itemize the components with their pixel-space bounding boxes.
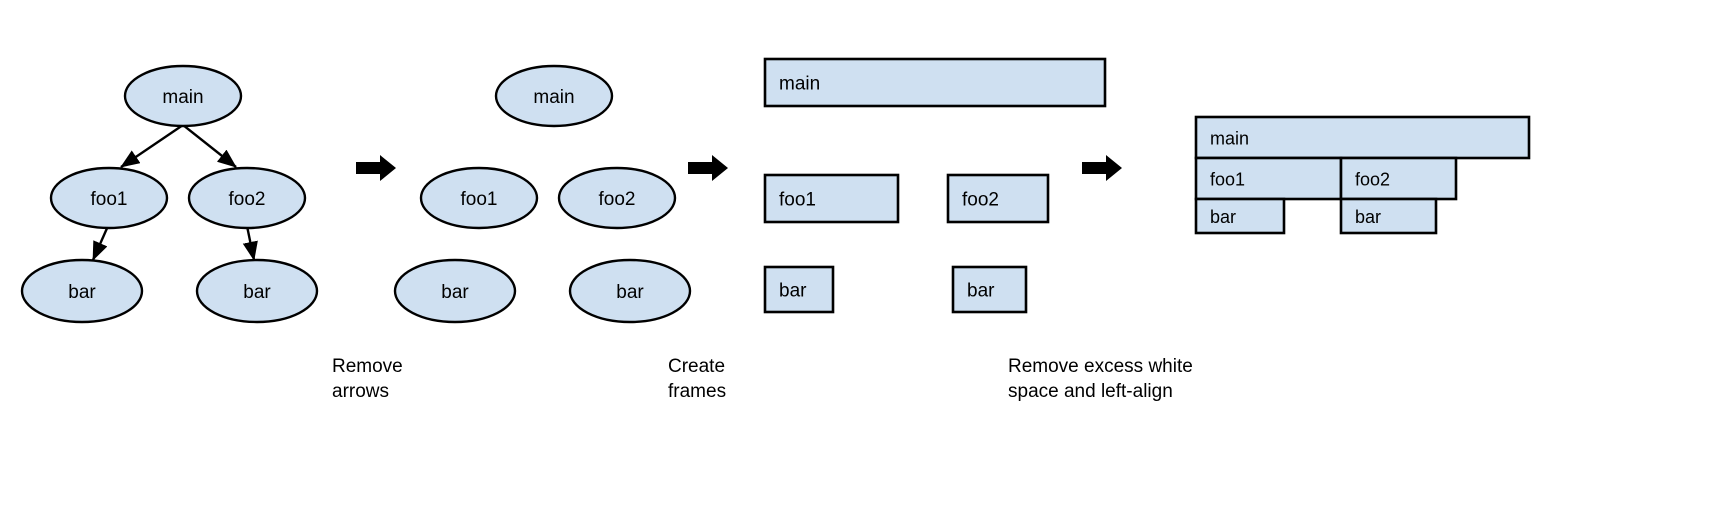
- frame-rect[interactable]: [1194, 197, 1286, 235]
- frame-foo1[interactable]: foo1: [763, 173, 900, 224]
- frame-foo2[interactable]: foo2: [946, 173, 1050, 224]
- frame-label: foo2: [962, 190, 999, 211]
- node-bar[interactable]: bar: [393, 258, 517, 324]
- edge-foo1-to-bar: [91, 225, 110, 261]
- transition-arrow-3-icon: [1082, 155, 1122, 181]
- node-ellipse[interactable]: [568, 258, 692, 324]
- frame-rect[interactable]: [1339, 197, 1438, 235]
- panel-no-arrows: main foo1 foo2 bar bar: [393, 64, 692, 324]
- node-label: main: [533, 87, 574, 108]
- caption-create-frames: Create frames: [668, 356, 726, 402]
- frame-foo2[interactable]: foo2: [1339, 156, 1458, 201]
- edge-main-to-foo1: [120, 124, 184, 168]
- frame-label: bar: [779, 281, 807, 302]
- node-ellipse[interactable]: [557, 166, 677, 230]
- node-ellipse[interactable]: [123, 64, 243, 128]
- edge-main-to-foo2: [182, 124, 237, 168]
- node-label: main: [162, 87, 203, 108]
- panel-call-tree: main foo1 foo2 bar bar: [20, 64, 319, 324]
- frame-rect[interactable]: [1339, 156, 1458, 201]
- step-captions: Remove arrows Create frames Remove excess wh…: [332, 356, 1193, 402]
- frame-label: main: [1210, 129, 1249, 149]
- node-ellipse[interactable]: [49, 166, 169, 230]
- frame-label: foo2: [1355, 170, 1390, 190]
- node-label: foo2: [229, 189, 266, 210]
- node-foo1[interactable]: foo1: [49, 166, 169, 230]
- node-label: foo2: [599, 189, 636, 210]
- caption-line: frames: [668, 381, 726, 402]
- caption-line: Create: [668, 356, 725, 377]
- panel-frames: main foo1 foo2 bar bar: [763, 57, 1107, 314]
- node-bar[interactable]: bar: [20, 258, 144, 324]
- node-foo2[interactable]: foo2: [187, 166, 307, 230]
- frame-bar[interactable]: bar: [951, 265, 1028, 314]
- frame-label: bar: [1210, 207, 1236, 227]
- node-main[interactable]: main: [494, 64, 614, 128]
- frame-bar[interactable]: bar: [763, 265, 835, 314]
- frame-bar[interactable]: bar: [1194, 197, 1286, 235]
- node-foo1[interactable]: foo1: [419, 166, 539, 230]
- panel-flamegraph: main foo1 foo2 bar bar: [1194, 115, 1531, 235]
- node-label: foo1: [91, 189, 128, 210]
- node-label: foo1: [461, 189, 498, 210]
- node-ellipse[interactable]: [187, 166, 307, 230]
- node-ellipse[interactable]: [419, 166, 539, 230]
- node-label: bar: [441, 282, 469, 303]
- caption-line: arrows: [332, 381, 389, 402]
- node-bar[interactable]: bar: [568, 258, 692, 324]
- frame-rect[interactable]: [951, 265, 1028, 314]
- transition-arrow-1-icon: [356, 155, 396, 181]
- frame-label: bar: [1355, 207, 1381, 227]
- frame-bar[interactable]: bar: [1339, 197, 1438, 235]
- frame-label: foo1: [1210, 170, 1245, 190]
- frame-rect[interactable]: [946, 173, 1050, 224]
- caption-remove-whitespace: Remove excess white space and left-align: [1008, 356, 1193, 402]
- node-foo2[interactable]: foo2: [557, 166, 677, 230]
- caption-remove-arrows: Remove arrows: [332, 356, 403, 402]
- transition-arrow-2-icon: [688, 155, 728, 181]
- frame-rect[interactable]: [763, 265, 835, 314]
- frame-rect[interactable]: [763, 173, 900, 224]
- node-bar[interactable]: bar: [195, 258, 319, 324]
- node-label: bar: [616, 282, 644, 303]
- transition-arrows: [356, 155, 1122, 181]
- edge-foo2-to-bar: [242, 225, 258, 261]
- frame-label: foo1: [779, 190, 816, 211]
- frame-main[interactable]: main: [1194, 115, 1531, 160]
- node-ellipse[interactable]: [494, 64, 614, 128]
- node-ellipse[interactable]: [20, 258, 144, 324]
- frame-label: main: [779, 74, 820, 95]
- node-label: bar: [243, 282, 271, 303]
- node-ellipse[interactable]: [195, 258, 319, 324]
- caption-line: Remove: [332, 356, 403, 377]
- node-main[interactable]: main: [123, 64, 243, 128]
- frame-rect[interactable]: [1194, 115, 1531, 160]
- node-label: bar: [68, 282, 96, 303]
- caption-line: space and left-align: [1008, 381, 1173, 402]
- frame-rect[interactable]: [763, 57, 1107, 108]
- frame-main[interactable]: main: [763, 57, 1107, 108]
- caption-line: Remove excess white: [1008, 356, 1193, 377]
- frame-foo1[interactable]: foo1: [1194, 156, 1343, 201]
- node-ellipse[interactable]: [393, 258, 517, 324]
- frame-label: bar: [967, 281, 995, 302]
